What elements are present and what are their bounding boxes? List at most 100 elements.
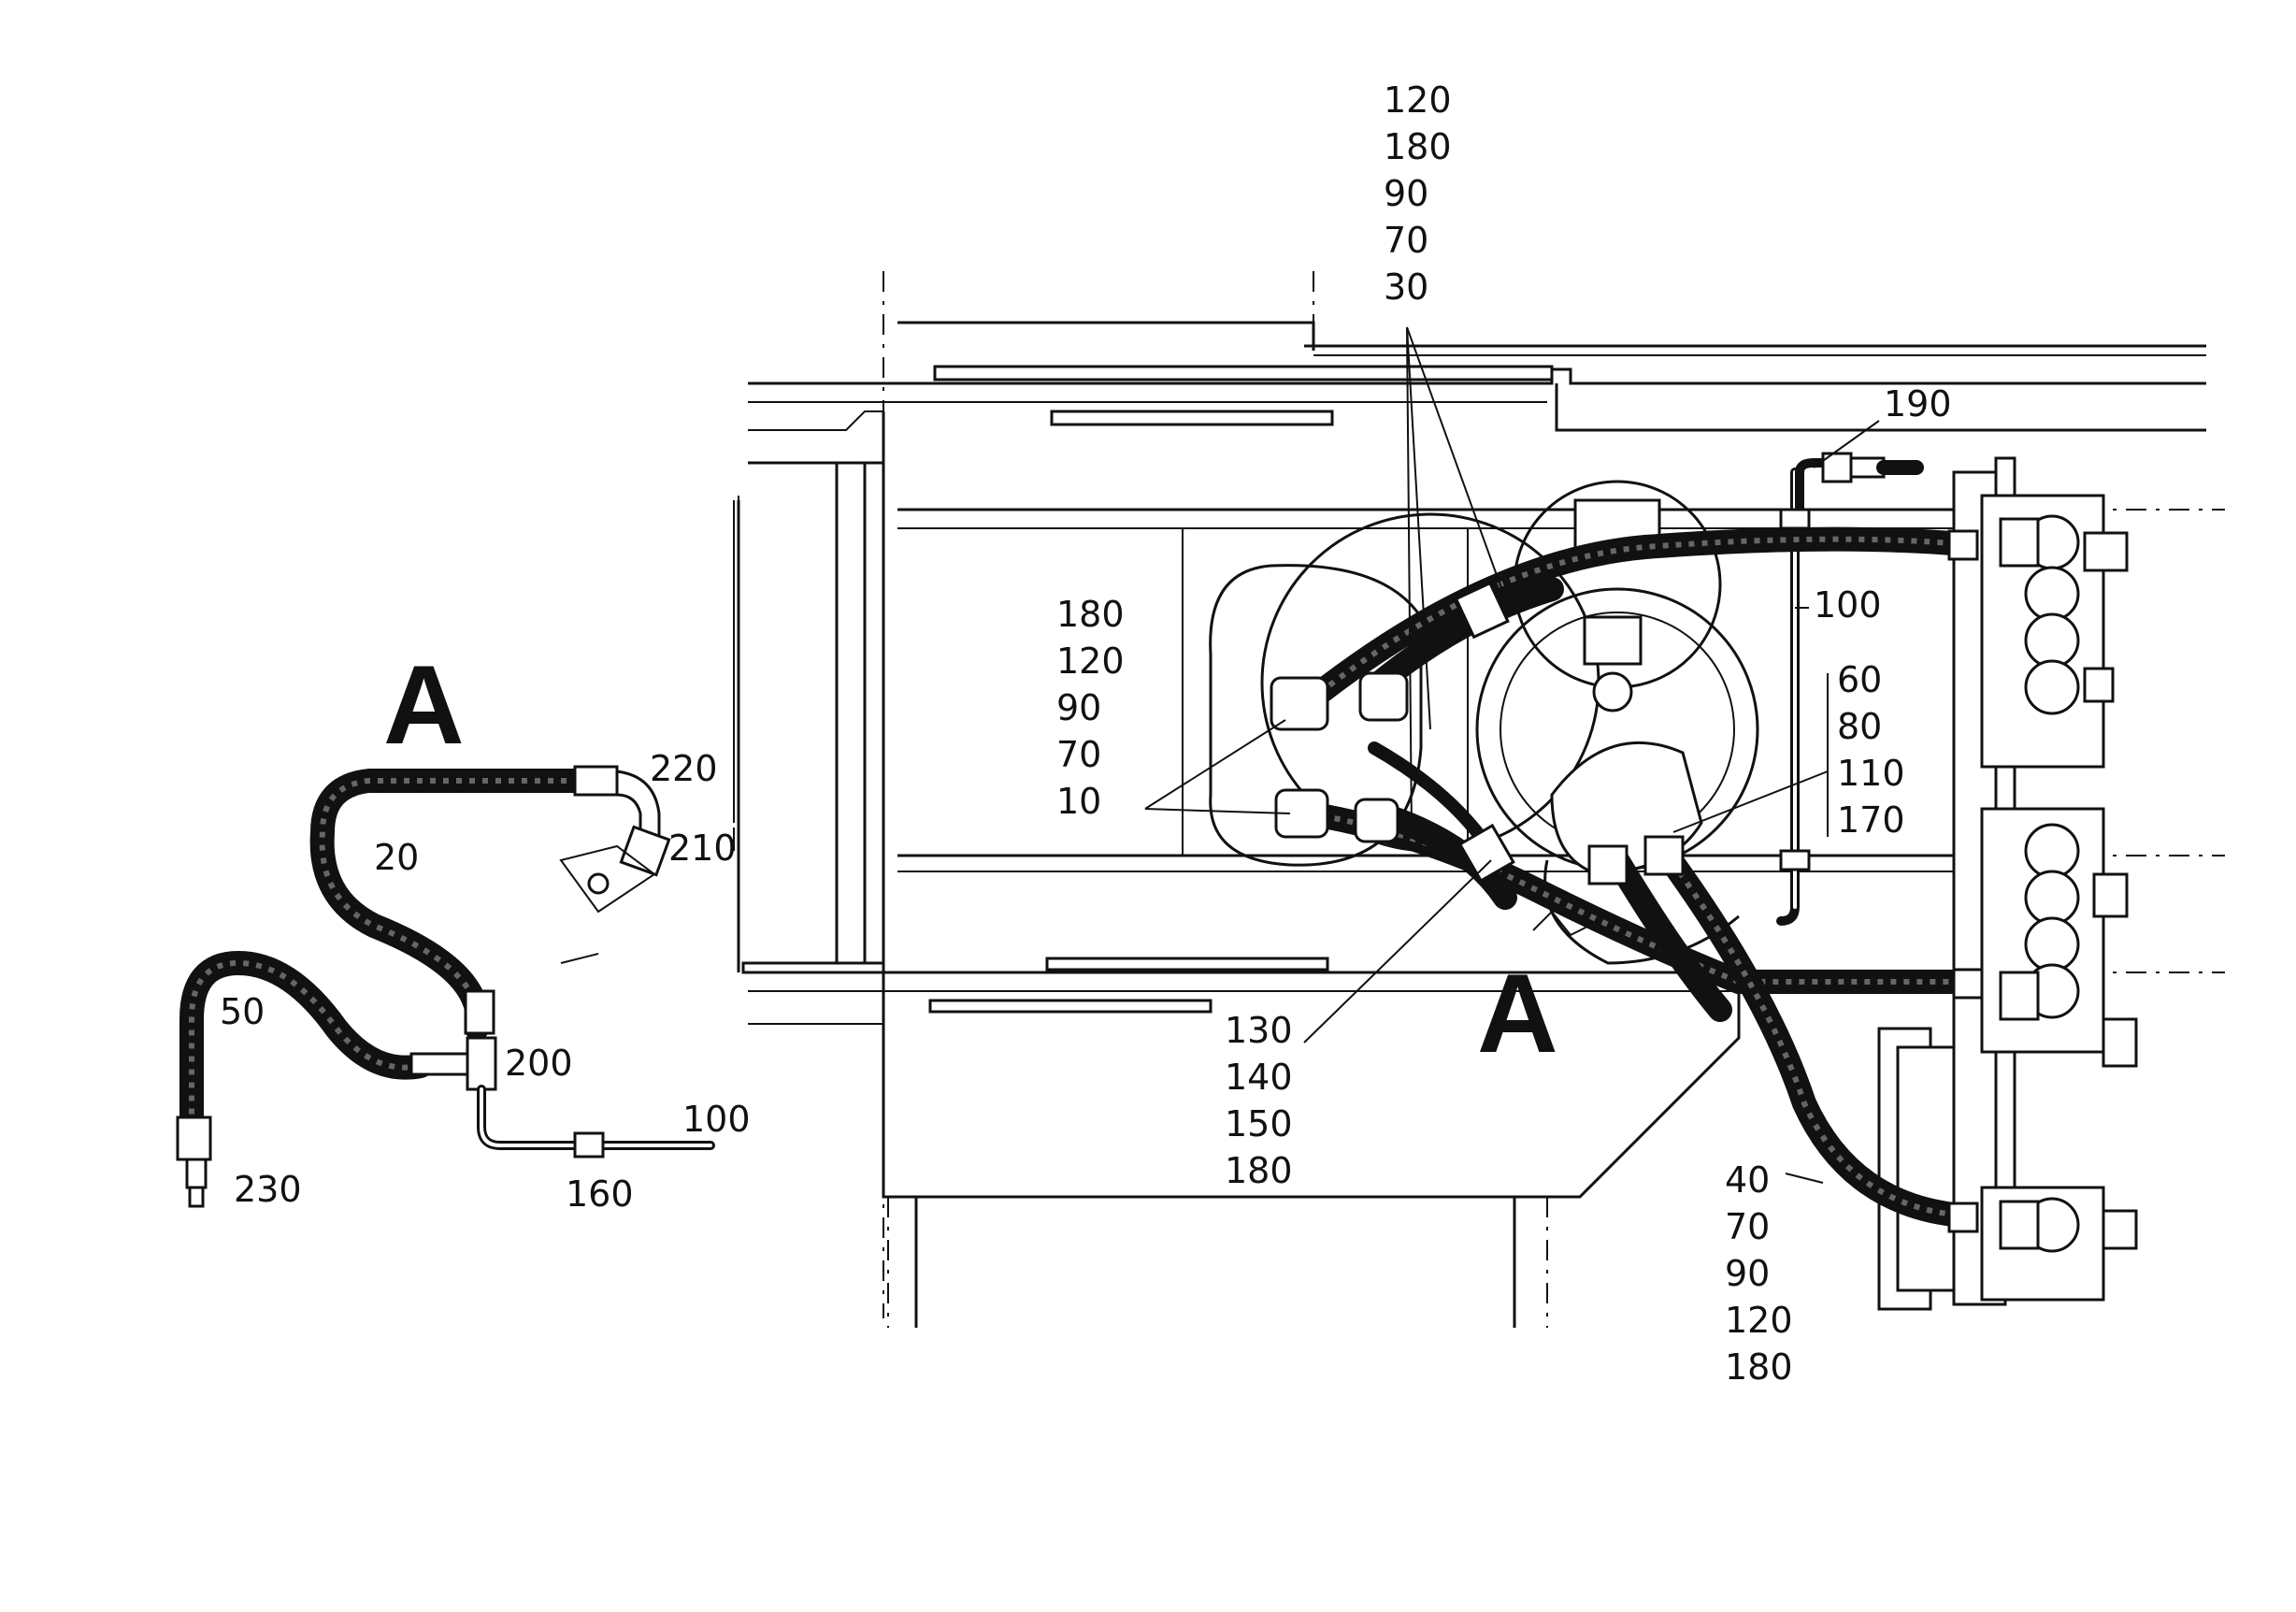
callout-left-5: 10 — [1056, 781, 1101, 822]
detail-port-plate — [559, 844, 656, 914]
hose-motor-1 — [1605, 848, 1732, 1022]
callout-lower: 40 70 90 120 180 — [1725, 1159, 1793, 1388]
callout-top-3: 90 — [1384, 173, 1428, 214]
pipe-clip-bottom — [1779, 849, 1811, 871]
label-160: 160 — [566, 1173, 634, 1215]
leader-top-a — [1406, 326, 1431, 730]
fitting-manifold-mid — [1952, 968, 1984, 1000]
callout-lower-3: 90 — [1725, 1253, 1770, 1294]
detail-view-a — [176, 500, 735, 1208]
pump-knob — [1592, 671, 1633, 712]
valve-mid-1 — [2024, 823, 2080, 879]
detail-hose-50 — [179, 950, 433, 1134]
valve-top-4 — [2024, 659, 2080, 715]
callout-left: 180 120 90 70 10 — [1056, 594, 1125, 822]
leader-left-a — [1144, 719, 1286, 810]
callout-clamp-1: 130 — [1225, 1010, 1293, 1051]
valve-top-2 — [2024, 566, 2080, 622]
detail-hose-20-ferrule — [573, 765, 619, 797]
leader-lower — [1785, 1173, 1824, 1184]
label-50: 50 — [220, 991, 265, 1032]
callout-190: 190 — [1884, 383, 1952, 425]
pipe-clip-top — [1779, 508, 1811, 530]
callout-top: 120 180 90 70 30 — [1384, 79, 1452, 308]
detail-hose-20-end — [464, 989, 495, 1035]
frame-top-ledge — [897, 321, 1315, 351]
detail-hose-20-braid — [319, 778, 580, 1029]
frame-mid-pad — [1045, 957, 1329, 972]
callout-right-3: 110 — [1837, 753, 1905, 794]
frame-low-pad — [928, 999, 1213, 1014]
hose-upper-2 — [1362, 577, 1564, 699]
fitting-left-lower-2 — [1354, 798, 1399, 843]
beam-upper-pad — [1050, 410, 1334, 426]
detail-hose-50-end — [176, 1115, 212, 1161]
manifold-assembly — [1877, 456, 2138, 1311]
detail-tube-100-inner — [480, 1087, 712, 1147]
valve-mid-3 — [2024, 916, 2080, 972]
fitting-manifold-top — [1947, 529, 1979, 561]
detail-clamp-160 — [573, 1131, 605, 1159]
detail-marker-a: A — [383, 642, 465, 768]
leader-top-b — [1406, 326, 1413, 833]
fitting-manifold-low — [1947, 1202, 1979, 1233]
valve-top-3 — [2024, 612, 2080, 669]
label-210: 210 — [668, 828, 737, 869]
frame-left-foot — [741, 961, 885, 974]
callout-top-1: 120 — [1384, 79, 1452, 121]
label-230: 230 — [234, 1169, 302, 1210]
hose-clamp-lower — [1457, 823, 1515, 883]
pump-filter — [1583, 615, 1643, 666]
valve-mid-cap — [2092, 872, 2129, 918]
detail-fitting-230-tip — [188, 1186, 205, 1208]
callout-right-1: 60 — [1837, 659, 1882, 700]
leader-190 — [1813, 420, 1880, 468]
callout-clamp-3: 150 — [1225, 1103, 1293, 1144]
callout-right-2: 80 — [1837, 706, 1882, 747]
callout-clamp: 130 140 150 180 — [1225, 1010, 1293, 1191]
callout-right-4: 170 — [1837, 799, 1905, 841]
leader-clamp — [1303, 859, 1492, 1043]
fitting-left-upper — [1270, 676, 1329, 731]
leader-top-c — [1406, 326, 1506, 599]
hose-clamp-upper — [1454, 581, 1510, 640]
label-220: 220 — [650, 748, 718, 789]
callout-lower-5: 180 — [1725, 1346, 1793, 1388]
leader-right — [1672, 770, 1829, 833]
callout-lower-2: 70 — [1725, 1206, 1770, 1247]
valve-top-cap — [2083, 531, 2129, 572]
detail-port — [587, 872, 610, 895]
frame-main-box — [882, 411, 1741, 1199]
callout-lower-4: 120 — [1725, 1300, 1793, 1341]
label-100-detail: 100 — [682, 1099, 751, 1140]
manifold-lower-plate — [1896, 1045, 1956, 1292]
valve-mid-cap-2 — [2102, 1017, 2138, 1068]
tank-left — [1209, 564, 1423, 867]
detail-tee-200 — [466, 1036, 497, 1091]
leader-left-b — [1144, 808, 1291, 814]
valve-low-port — [1999, 1200, 2040, 1250]
valve-low-cap — [2102, 1209, 2138, 1250]
valve-mid-port — [1999, 971, 2040, 1021]
callout-100: 100 — [1814, 584, 1882, 626]
fitting-motor-2 — [1643, 835, 1685, 876]
pipe-top-bend — [1795, 458, 1832, 528]
label-20: 20 — [374, 837, 419, 878]
beam-upper-right — [1555, 383, 2206, 432]
callout-clamp-2: 140 — [1225, 1057, 1293, 1098]
fitting-motor-1 — [1587, 844, 1629, 885]
callout-top-2: 180 — [1384, 126, 1452, 167]
hose-motor-2-braid — [1661, 849, 1964, 1218]
detail-tee-branch — [409, 1052, 469, 1076]
callout-top-4: 70 — [1384, 220, 1428, 261]
leader-lines — [1144, 326, 1880, 1184]
detail-marker-a-main: A — [1477, 951, 1558, 1076]
callout-clamp-4: 180 — [1225, 1150, 1293, 1191]
label-200: 200 — [505, 1043, 573, 1084]
detail-fitting-230 — [185, 1158, 208, 1189]
beam-upper-plate — [933, 365, 1554, 381]
callout-left-1: 180 — [1056, 594, 1125, 635]
fitting-left-upper-2 — [1358, 671, 1409, 722]
detail-hose-20 — [309, 769, 592, 1041]
